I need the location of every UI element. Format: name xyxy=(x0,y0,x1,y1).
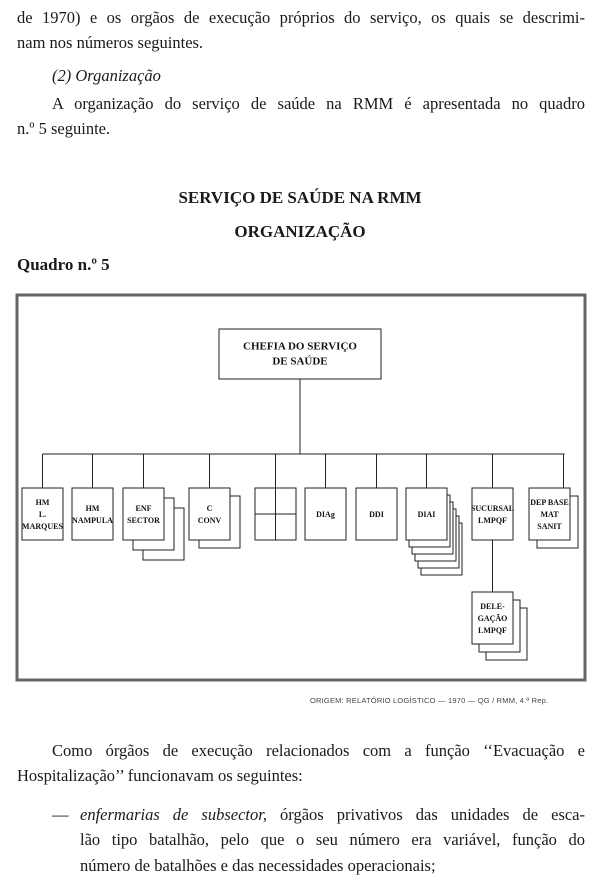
list-item-text: órgãos privativos das unidades de esca- xyxy=(266,805,586,824)
unit-box xyxy=(122,487,165,541)
unit-box-label: SANIT xyxy=(537,522,562,531)
list-item-line: enfermarias de subsector, órgãos privati… xyxy=(80,805,585,825)
unit-box xyxy=(71,487,114,541)
list-item-line: lão tipo batalhão, pelo que o seu número… xyxy=(80,830,585,849)
sub-unit-label: LMPQF xyxy=(478,626,507,635)
unit-box-label: C xyxy=(207,504,213,513)
intro-line: nam nos números seguintes. xyxy=(17,33,204,52)
unit-box-label: SECTOR xyxy=(127,516,160,525)
paragraph-line: n.º 5 seguinte. xyxy=(17,119,111,138)
section-heading: (2) Organização xyxy=(52,66,161,85)
intro-line: de 1970) e os orgãos de execução próprio… xyxy=(17,8,585,27)
figure-title: SERVIÇO DE SAÚDE NA RMM xyxy=(178,188,422,207)
unit-box xyxy=(188,487,231,541)
chart-frame-border xyxy=(15,293,587,682)
top-box-label: CHEFIA DO SERVIÇO xyxy=(243,341,357,353)
unit-box-label: CONV xyxy=(198,516,222,525)
unit-box-label: SUCURSAL xyxy=(471,504,514,513)
unit-box xyxy=(471,487,514,541)
unit-box-label: DIAg xyxy=(316,510,335,519)
unit-box-label: HM xyxy=(36,498,50,507)
unit-box-label: HM xyxy=(86,504,100,513)
paragraph-line: A organização do serviço de saúde na RMM… xyxy=(52,94,585,113)
unit-box-label: DEP BASE xyxy=(530,498,568,507)
paragraph-line: Hospitalização’’ funcionavam os seguinte… xyxy=(17,766,303,785)
unit-box-label: MARQUES xyxy=(22,522,63,531)
top-box xyxy=(218,328,382,380)
list-dash: — xyxy=(52,805,69,824)
unit-box xyxy=(304,487,347,541)
unit-box xyxy=(528,487,571,541)
unit-box-label: ENF xyxy=(136,504,152,513)
unit-box-label: NAMPULA xyxy=(72,516,113,525)
list-item-emphasis: enfermarias de subsector, xyxy=(80,805,267,824)
unit-box-label: DIAI xyxy=(418,510,436,519)
figure-subtitle: ORGANIZAÇÃO xyxy=(234,222,366,241)
top-box-label: DE SAÚDE xyxy=(272,356,327,368)
paragraph-line: Como órgãos de execução relacionados com… xyxy=(52,741,585,760)
list-item-line: número de batalhões e das necessidades o… xyxy=(80,856,436,875)
unit-box-label: DDI xyxy=(369,510,384,519)
unit-box xyxy=(355,487,398,541)
unit-box xyxy=(21,487,64,541)
unit-box xyxy=(405,487,448,541)
unit-box-label: L. xyxy=(39,510,46,519)
sub-unit-label: DELE- xyxy=(480,602,505,611)
unit-box-label: MAT xyxy=(540,510,559,519)
sub-unit-box xyxy=(471,591,514,645)
figure-label: Quadro n.º 5 xyxy=(17,255,110,274)
figure-source: ORIGEM: RELATÓRIO LOGÍSTICO — 1970 — QG … xyxy=(310,696,549,705)
sub-unit-label: GAÇÃO xyxy=(478,614,508,623)
unit-box-label: LMPQF xyxy=(478,516,507,525)
